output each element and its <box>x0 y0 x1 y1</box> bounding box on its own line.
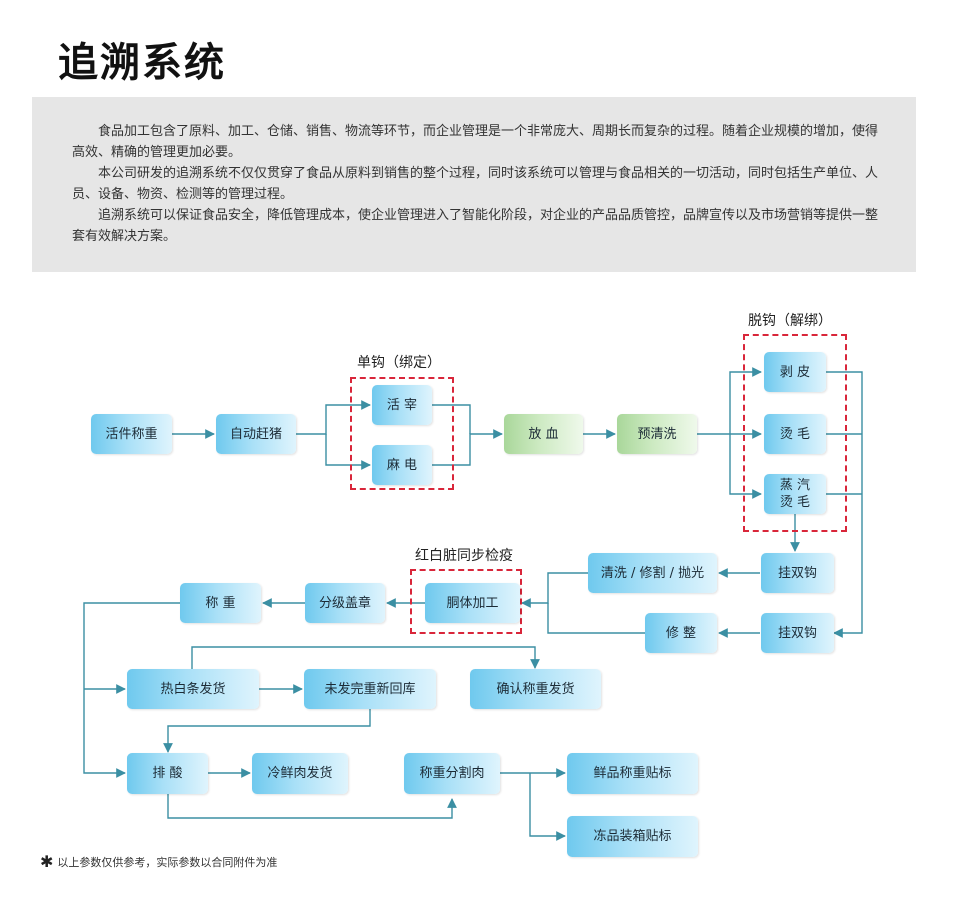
node-fresh-label[interactable]: 鲜品称重贴标 <box>567 753 698 794</box>
node-unshipped-return[interactable]: 未发完重新回库 <box>304 669 436 709</box>
single-hook-group-box <box>350 377 454 490</box>
node-double-hook-1[interactable]: 挂双钩 <box>761 553 834 593</box>
edge-weigh-left <box>83 602 180 778</box>
node-steam-scald[interactable]: 蒸 汽 烫 毛 <box>764 474 826 514</box>
node-live-slaughter[interactable]: 活 宰 <box>372 385 432 425</box>
intro-paragraph-1: 食品加工包含了原料、加工、仓储、销售、物流等环节，而企业管理是一个非常庞大、周期… <box>72 124 879 160</box>
node-stun[interactable]: 麻 电 <box>372 445 432 485</box>
footnote-text: 以上参数仅供参考，实际参数以合同附件为准 <box>57 855 278 869</box>
footnote: ✱ 以上参数仅供参考，实际参数以合同附件为准 <box>40 852 277 871</box>
edge-trim-carcass <box>547 603 645 634</box>
node-double-hook-2[interactable]: 挂双钩 <box>761 613 834 653</box>
node-frozen-label[interactable]: 冻品装箱贴标 <box>567 816 698 857</box>
edge-stun-merge <box>432 429 503 466</box>
node-acid[interactable]: 排 酸 <box>127 753 208 794</box>
single-hook-group-label: 单钩（绑定） <box>357 355 441 371</box>
node-chilled-ship[interactable]: 冷鲜肉发货 <box>252 753 348 794</box>
intro-panel: 食品加工包含了原料、加工、仓储、销售、物流等环节，而企业管理是一个非常庞大、周期… <box>32 97 916 272</box>
intro-paragraph-2: 本公司研发的追溯系统不仅仅贯穿了食品从原料到销售的整个过程，同时该系统可以管理与… <box>72 166 879 202</box>
edge-drive-stun <box>325 434 371 470</box>
node-trim[interactable]: 修 整 <box>645 613 717 653</box>
star-icon: ✱ <box>40 852 54 871</box>
edge-drive-split <box>296 400 371 435</box>
edge-prewash-steam <box>729 434 762 499</box>
node-wash-trim-polish[interactable]: 清洗 / 修割 / 抛光 <box>588 553 717 593</box>
quarantine-group-box <box>410 569 522 634</box>
edge-acid-cut <box>167 794 457 819</box>
edge-cut-frozen <box>529 773 566 841</box>
node-hot-ship[interactable]: 热白条发货 <box>127 669 259 709</box>
node-bleed[interactable]: 放 血 <box>504 414 583 454</box>
node-carcass[interactable]: 胴体加工 <box>425 583 520 623</box>
unhook-group-label: 脱钩（解绑） <box>748 313 832 329</box>
node-grade-stamp[interactable]: 分级盖章 <box>305 583 385 623</box>
node-auto-drive[interactable]: 自动赶猪 <box>216 414 296 454</box>
node-weigh-cut[interactable]: 称重分割肉 <box>404 753 500 794</box>
edge-unhook-hook2 <box>826 371 863 638</box>
edge-wash-carcass <box>521 572 588 608</box>
intro-paragraph-3: 追溯系统可以保证食品安全，降低管理成本，使企业管理进入了智能化阶段，对企业的产品… <box>72 208 879 244</box>
node-live-weigh[interactable]: 活件称重 <box>91 414 172 454</box>
edge-slaughter-merge <box>432 404 471 434</box>
edge-prewash-skin <box>729 367 762 434</box>
edge-hot-confirm <box>191 646 540 669</box>
unhook-group-box <box>743 334 847 532</box>
edge-unshipped-acid <box>163 709 371 753</box>
node-skinning[interactable]: 剥 皮 <box>764 352 826 392</box>
node-scald[interactable]: 烫 毛 <box>764 414 826 454</box>
quarantine-group-label: 红白脏同步检疫 <box>415 548 513 564</box>
page-title: 追溯系统 <box>58 40 226 86</box>
node-weigh[interactable]: 称 重 <box>180 583 261 623</box>
node-confirm-ship[interactable]: 确认称重发货 <box>470 669 601 709</box>
node-prewash[interactable]: 预清洗 <box>617 414 697 454</box>
